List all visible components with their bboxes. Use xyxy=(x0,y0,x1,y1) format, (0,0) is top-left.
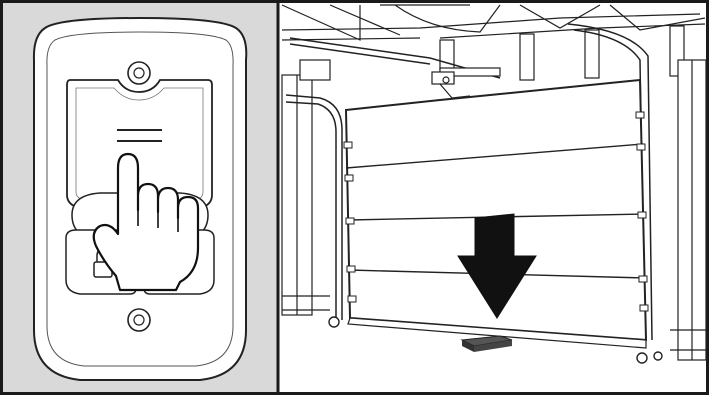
control-panel-illustration xyxy=(3,3,278,392)
